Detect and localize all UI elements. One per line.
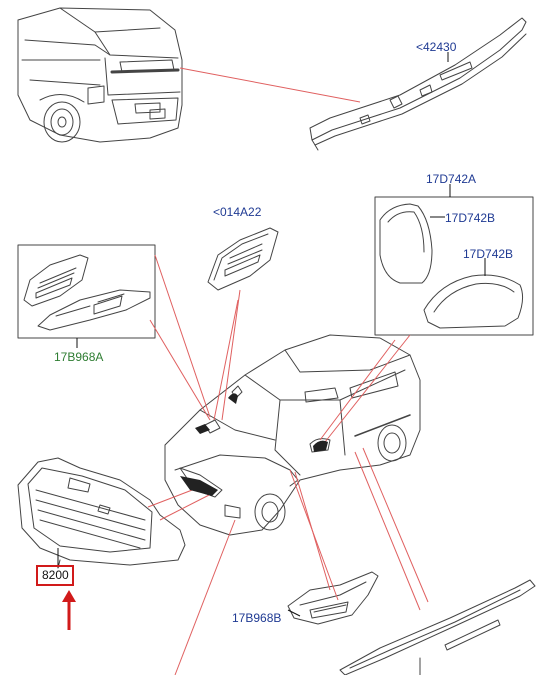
fender-vent-part [287,571,379,625]
hood-vent-part [207,227,279,291]
hood-vent-label: <014A22 [213,205,262,219]
side-step-part [339,579,536,675]
mirror-upper-label: 17D742B [445,211,496,225]
rear-vehicle-view [17,7,183,143]
mirror-cap-group [374,196,534,336]
fender-vent-label: 17B968B [232,611,282,625]
front-grille-part [17,457,186,569]
rear-spoiler-part [309,17,527,151]
grille-label: 8200 [42,568,69,582]
red-leader-lines [147,67,429,675]
rear-spoiler-label: <42430 [416,40,457,54]
hood-vent-group [17,244,156,339]
mirror-lower-label: 17D742B [463,247,514,261]
highlight-arrow [62,590,76,630]
mirror-group-label: 17D742A [426,172,477,186]
grille-highlight-box [36,565,74,586]
dark-accents [180,393,328,496]
label-leader-lines [57,52,486,617]
main-vehicle-view [164,334,421,536]
hood-vent-group-label: 17B968A [54,350,104,364]
